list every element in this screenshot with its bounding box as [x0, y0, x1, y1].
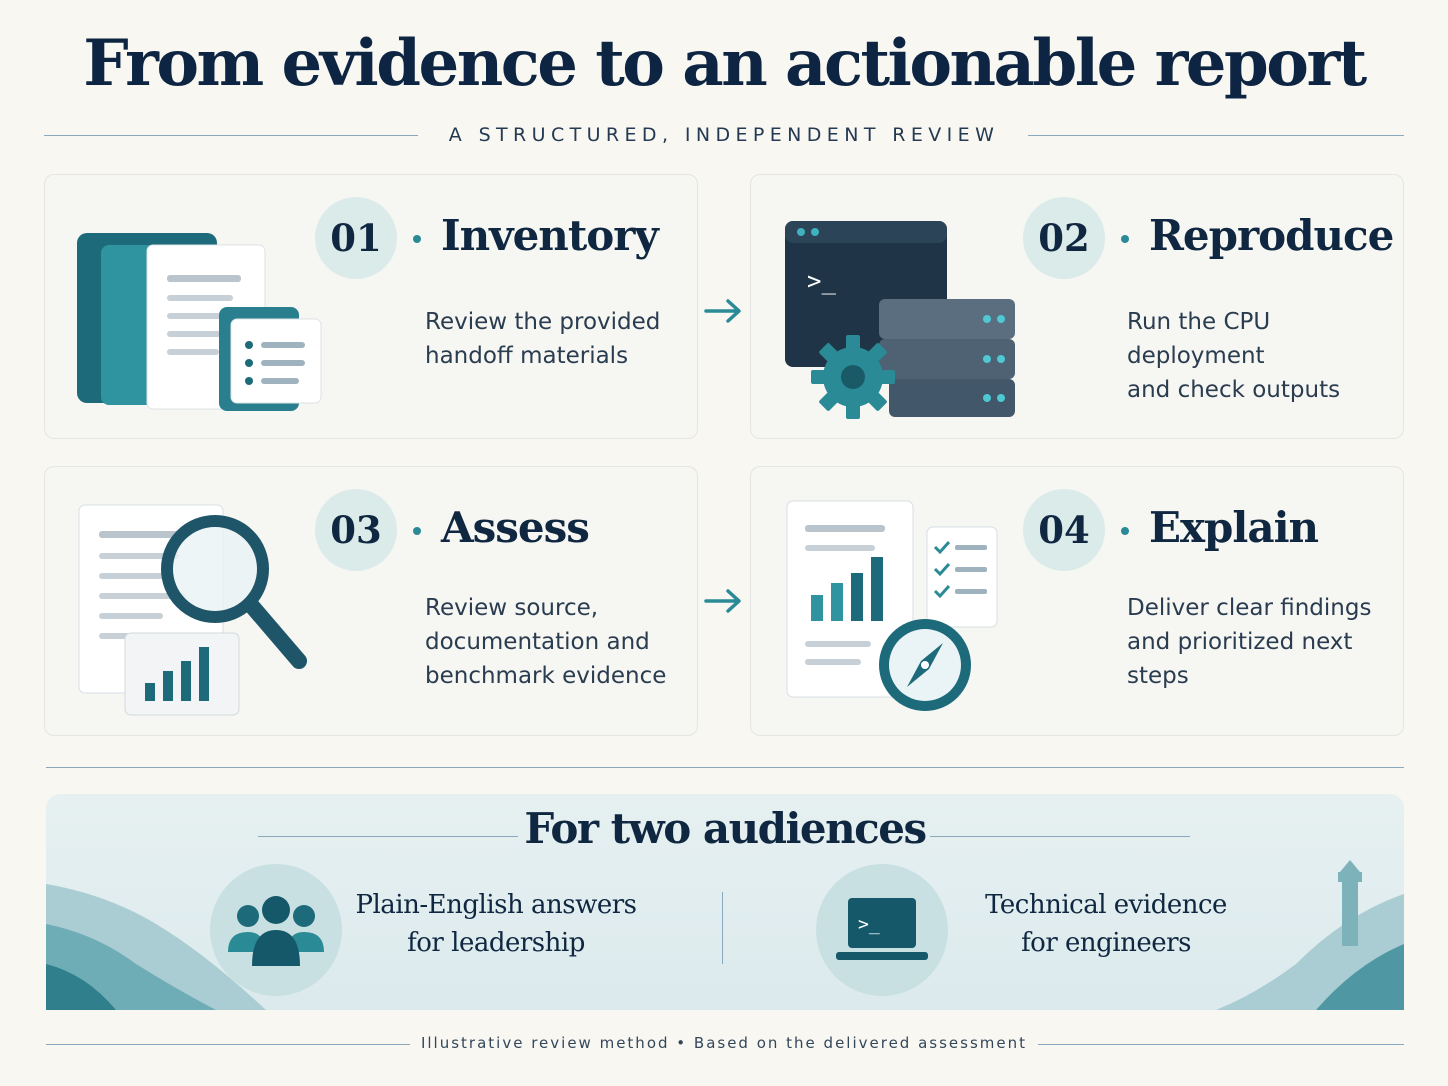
audiences-rule-right — [930, 836, 1190, 837]
terminal-prompt: >_ — [858, 914, 880, 935]
bullet-dot — [1121, 527, 1129, 535]
audience-circle — [210, 864, 342, 996]
step-description: Review source, documentation and benchma… — [425, 595, 667, 689]
audience-circle: >_ — [816, 864, 948, 996]
step-description: Run the CPU deployment and check outputs — [1127, 309, 1341, 403]
step-description: Deliver clear findings and prioritized n… — [1127, 595, 1372, 689]
terminal-prompt: >_ — [807, 267, 836, 295]
footer-note: Illustrative review method • Based on th… — [420, 1034, 1028, 1052]
subtitle-row: A STRUCTURED, INDEPENDENT REVIEW — [44, 122, 1404, 150]
documents-icon — [77, 233, 322, 411]
people-icon — [228, 896, 324, 966]
step-title: Inventory — [441, 211, 659, 260]
page-title: From evidence to an actionable report — [83, 26, 1367, 101]
report-compass-icon — [786, 500, 998, 711]
bullet-dot — [1121, 235, 1129, 243]
footer-rule-left — [46, 1044, 410, 1045]
arrow-right-icon — [704, 589, 741, 613]
step-card-inventory: 01 Inventory Review the provided handoff… — [44, 174, 698, 439]
step-number-badge: 03 — [315, 489, 397, 571]
footer-rule-right — [1038, 1044, 1404, 1045]
step-card-reproduce: >_ 02 Reproduce Run the CPU deployment a… — [750, 174, 1404, 439]
step-number-badge: 04 — [1023, 489, 1105, 571]
audience-engineers-label: Technical evidence for engineers — [985, 890, 1227, 958]
step-title: Explain — [1149, 503, 1319, 552]
bullet-dot — [413, 527, 421, 535]
audiences-rule-left — [258, 836, 518, 837]
magnifier-report-icon — [78, 504, 307, 716]
subtitle-rule-right — [1028, 135, 1404, 136]
subtitle: A STRUCTURED, INDEPENDENT REVIEW — [448, 124, 1000, 146]
audience-leadership-label: Plain-English answers for leadership — [355, 890, 637, 958]
audiences-title: For two audiences — [524, 804, 927, 853]
terminal-server-icon: >_ — [785, 221, 1015, 419]
step-number-badge: 01 — [315, 197, 397, 279]
step-number-badge: 02 — [1023, 197, 1105, 279]
bullet-dot — [413, 235, 421, 243]
audiences-panel: For two audiences Plain-English answers … — [46, 794, 1404, 1010]
subtitle-rule-left — [44, 135, 418, 136]
step-card-explain: 04 Explain Deliver clear findings and pr… — [750, 466, 1404, 736]
arrow-right-icon — [704, 299, 741, 323]
landscape-decoration — [46, 860, 1404, 1010]
audiences-divider — [722, 892, 723, 964]
step-title: Reproduce — [1149, 211, 1394, 260]
step-title: Assess — [441, 503, 590, 552]
step-description: Review the provided handoff materials — [425, 309, 661, 369]
laptop-terminal-icon: >_ — [836, 898, 928, 960]
section-divider — [46, 767, 1404, 768]
step-card-assess: 03 Assess Review source, documentation a… — [44, 466, 698, 736]
